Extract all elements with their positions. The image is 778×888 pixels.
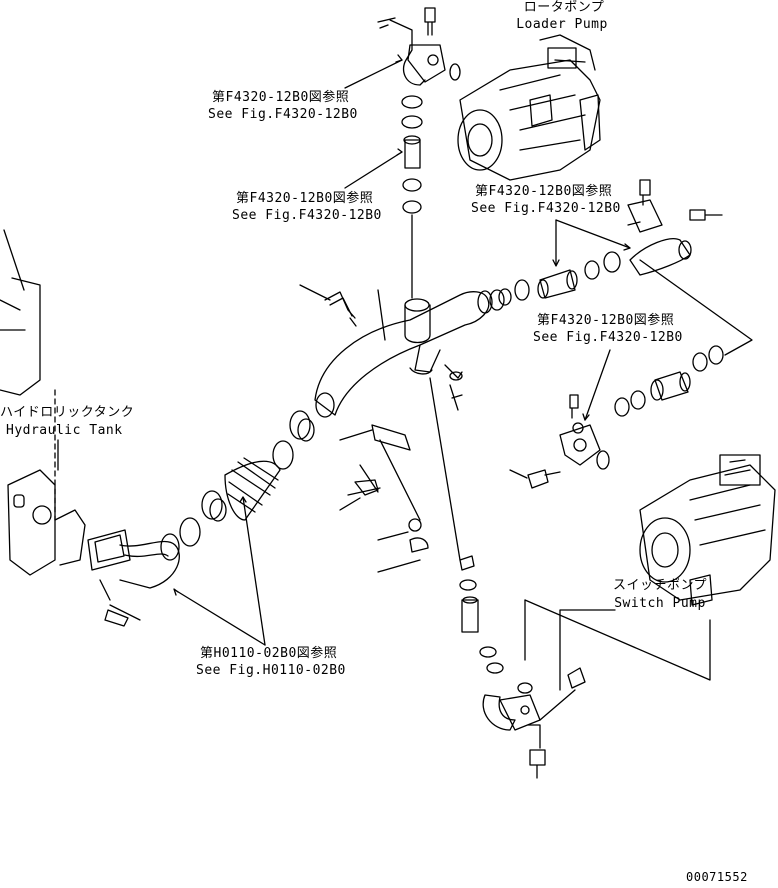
ref-f4320-label-jp-2: 第F4320-12B0図参照: [236, 191, 374, 206]
lower-pipe-and-elbow: [429, 377, 586, 779]
leader-lines: [57, 54, 753, 691]
hydraulic-tank-label-jp: ハイドロリックタンク: [0, 405, 135, 420]
drawing-number: 00071552: [686, 870, 748, 884]
hydraulic-tank-label-en: Hydraulic Tank: [6, 423, 123, 438]
ref-f4320-label-jp-1: 第F4320-12B0図参照: [212, 90, 350, 105]
main-branch-pipe: [314, 290, 493, 418]
support-bracket: [339, 364, 463, 553]
suction-hose-and-clamps: [179, 410, 315, 547]
loader-pump-line-parts: [377, 7, 461, 299]
tank-outlet-elbow: [87, 529, 180, 627]
ref-h0110-label-jp: 第H0110-02B0図参照: [200, 646, 338, 661]
ref-f4320-label-en-1: See Fig.F4320-12B0: [208, 107, 358, 122]
right-upper-hose: [489, 179, 723, 311]
ref-f4320-label-jp-4: 第F4320-12B0図参照: [537, 313, 675, 328]
right-lower-hose: [527, 345, 724, 489]
loader-pump-label-jp: ロータポンプ: [523, 0, 605, 15]
ref-f4320-label-jp-3: 第F4320-12B0図参照: [475, 184, 613, 199]
loader-pump-drawing: [457, 34, 601, 181]
switch-pump-label-jp: スイッチポンプ: [612, 578, 708, 593]
ref-f4320-label-en-4: See Fig.F4320-12B0: [533, 330, 683, 345]
switch-pump-drawing: [639, 454, 776, 606]
ref-f4320-label-en-2: See Fig.F4320-12B0: [232, 208, 382, 223]
hydraulic-tank-drawing: [0, 229, 86, 576]
ref-h0110-label-en: See Fig.H0110-02B0: [196, 663, 346, 678]
drain-tube: [299, 284, 386, 341]
ref-f4320-label-en-3: See Fig.F4320-12B0: [471, 201, 621, 216]
switch-pump-label-en: Switch Pump: [614, 596, 706, 611]
loader-pump-label-en: Loader Pump: [516, 17, 608, 32]
